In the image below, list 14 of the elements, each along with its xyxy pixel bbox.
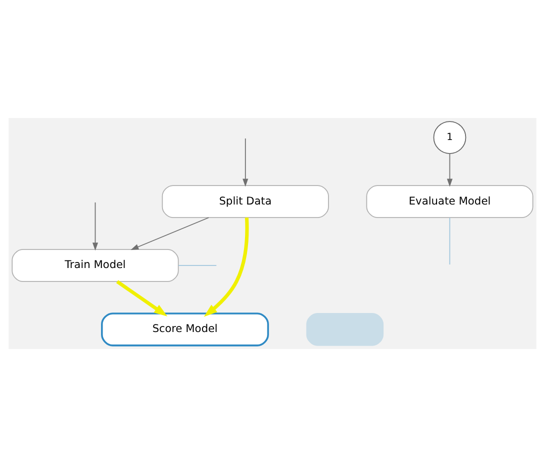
- arrow: [204, 218, 249, 317]
- arrow: [130, 217, 210, 250]
- arrow: [116, 280, 168, 316]
- arrow: [92, 202, 98, 251]
- node-circle: 1: [433, 121, 466, 154]
- arrow: [242, 138, 248, 187]
- node-box: Split Data: [162, 185, 329, 218]
- arrow: [446, 153, 453, 187]
- node-box: Evaluate Model: [366, 185, 534, 218]
- node-box: [306, 313, 384, 346]
- connector: [449, 217, 450, 265]
- node-box: Train Model: [12, 249, 179, 282]
- connector: [178, 265, 217, 266]
- node-box: Score Model: [101, 312, 269, 346]
